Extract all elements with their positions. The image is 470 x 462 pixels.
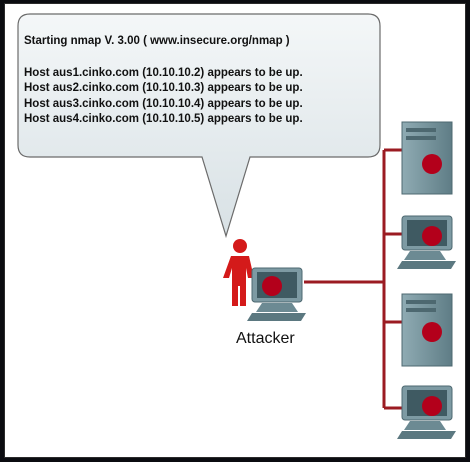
callout-bubble [17,13,381,239]
nmap-banner: Starting nmap V. 3.00 ( www.insecure.org… [24,35,290,47]
host-status-line: Host aus4.cinko.com (10.10.10.5) appears… [24,113,303,126]
workstation-icon [397,385,456,439]
host-status-line: Host aus3.cinko.com (10.10.10.4) appears… [24,97,303,110]
workstation-icon [397,215,456,269]
attacker-person-icon [223,239,254,306]
attacker-label: Attacker [236,330,295,347]
server-icon [401,293,453,367]
network-links [304,148,402,410]
server-icon [401,121,453,195]
host-status-line: Host aus1.cinko.com (10.10.10.2) appears… [24,66,303,79]
attacker-computer-icon [247,267,306,321]
host-status-line: Host aus2.cinko.com (10.10.10.3) appears… [24,82,303,95]
nmap-output: Starting nmap V. 3.00 ( www.insecure.org… [24,34,372,128]
